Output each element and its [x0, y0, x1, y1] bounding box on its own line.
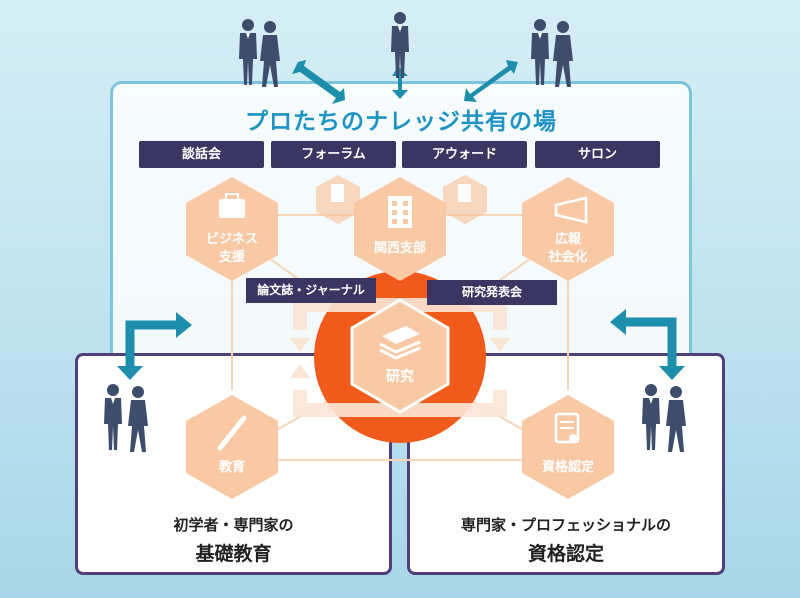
node-pr: 広報社会化 [548, 232, 588, 265]
tab-award[interactable]: アウォード [402, 141, 527, 168]
node-business: ビジネス支援 [205, 232, 258, 265]
hex-pr [522, 177, 614, 281]
people-right [642, 384, 686, 452]
node-certification: 資格認定 [541, 460, 594, 475]
hex-education [186, 395, 278, 499]
node-kansai: 関西支部 [373, 241, 426, 256]
label-journal: 論文誌・ジャーナル [246, 278, 376, 303]
tab-salon[interactable]: サロン [535, 141, 660, 168]
right-bent-arrow [624, 317, 677, 370]
people-top-left [239, 19, 280, 87]
node-education: 教育 [218, 460, 245, 475]
label-presentation: 研究発表会 [427, 280, 557, 305]
basic-education-caption: 初学者・専門家の 基礎教育 [173, 516, 294, 565]
tab-talk-meeting[interactable]: 談話会 [139, 141, 264, 168]
node-research: 研究 [386, 369, 414, 385]
hex-business [186, 177, 278, 281]
tab-forum[interactable]: フォーラム [271, 141, 396, 168]
exchange-arrows [292, 60, 518, 104]
certification-caption: 専門家・プロフェッショナルの 資格認定 [460, 516, 671, 565]
people-left [104, 384, 148, 452]
people-top-right [531, 19, 573, 87]
panel-title: プロたちのナレッジ共有の場 [245, 109, 557, 135]
left-bent-arrow [125, 320, 178, 370]
hex-certification [522, 395, 614, 499]
hex-research [350, 298, 450, 414]
hex-kansai [354, 177, 446, 281]
